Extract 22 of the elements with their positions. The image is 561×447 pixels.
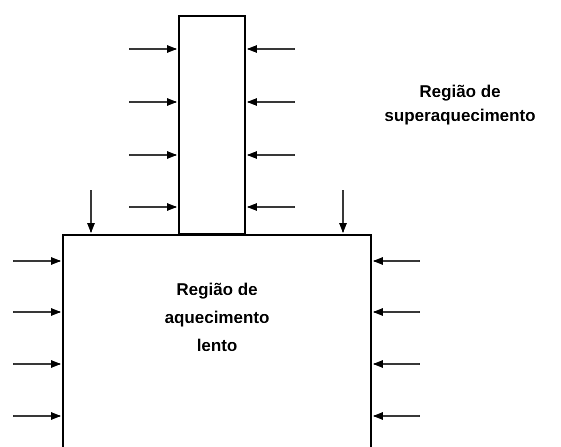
arrow bbox=[129, 45, 177, 53]
arrow bbox=[13, 412, 61, 420]
arrow bbox=[129, 98, 177, 106]
arrow bbox=[247, 203, 295, 211]
arrow bbox=[247, 98, 295, 106]
arrow bbox=[247, 151, 295, 159]
region-label: Região de superaquecimento bbox=[383, 81, 537, 127]
region-label: Região de aquecimento lento bbox=[164, 279, 270, 357]
arrow bbox=[87, 190, 95, 233]
arrow bbox=[373, 412, 420, 420]
region-box bbox=[62, 234, 372, 447]
arrow bbox=[373, 257, 420, 265]
arrow bbox=[373, 308, 420, 316]
arrow bbox=[129, 203, 177, 211]
narrow-region-box bbox=[178, 15, 246, 235]
arrow bbox=[129, 151, 177, 159]
arrow bbox=[13, 308, 61, 316]
arrow bbox=[247, 45, 295, 53]
arrow bbox=[339, 190, 347, 233]
arrow bbox=[13, 360, 61, 368]
arrow bbox=[13, 257, 61, 265]
arrow bbox=[373, 360, 420, 368]
